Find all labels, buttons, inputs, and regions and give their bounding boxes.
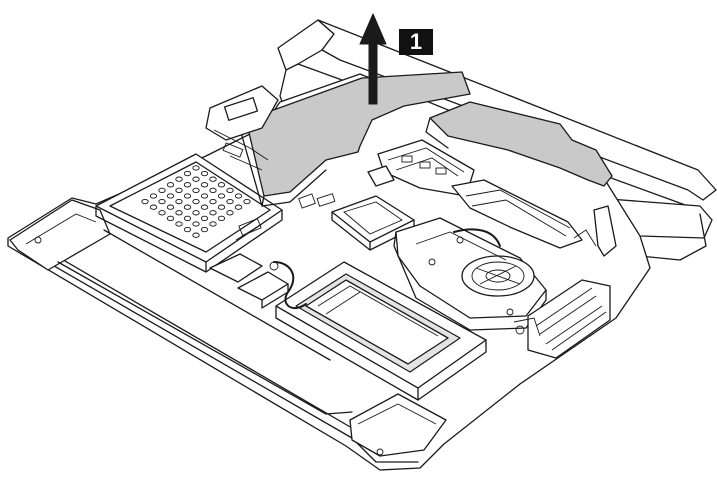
upper-board-area (205, 85, 279, 171)
hdd-vent-hole (166, 182, 175, 188)
hdd-vent-hole (200, 182, 209, 188)
cpu-chip (316, 193, 415, 251)
hdd-vent-hole (200, 226, 209, 233)
hdd-vent-hole (158, 198, 166, 205)
hdd-vent-holes (141, 165, 251, 238)
hdd-vent-hole (209, 176, 217, 182)
hdd-vent-hole (209, 221, 217, 227)
hard-disk-drive (95, 153, 283, 273)
hdd-vent-hole (192, 221, 200, 227)
small-modules (209, 193, 316, 310)
hdd-vent-hole (200, 215, 209, 222)
hdd-vent-hole (200, 193, 209, 199)
hdd-vent-hole (226, 187, 234, 194)
hdd-vent-hole (209, 187, 217, 194)
hdd-vent-hole (192, 232, 200, 238)
hdd-vent-hole (192, 198, 200, 205)
hdd-vent-hole (166, 215, 175, 222)
memory-slot (275, 261, 487, 401)
hdd-vent-hole (149, 204, 158, 210)
arrow-up-icon (359, 13, 387, 105)
hdd-vent-hole (217, 182, 226, 188)
battery-connector (513, 279, 611, 359)
hdd-vent-hole (183, 215, 192, 222)
hdd-vent-hole (175, 210, 183, 216)
hdd-vent-hole (158, 187, 166, 194)
hdd-vent-hole (166, 204, 175, 210)
hdd-vent-hole (183, 170, 192, 177)
hdd-vent-hole (149, 193, 158, 199)
step-number-badge: 1 (399, 29, 433, 55)
hdd-vent-hole (217, 193, 226, 199)
hdd-vent-hole (192, 176, 200, 182)
hdd-vent-hole (175, 221, 183, 227)
hdd-vent-hole (226, 210, 234, 216)
hdd-vent-hole (183, 182, 192, 188)
hdd-vent-hole (234, 193, 243, 199)
hdd-vent-hole (192, 210, 200, 216)
hdd-vent-hole (183, 226, 192, 233)
hdd-vent-hole (175, 176, 183, 182)
hdd-vent-hole (209, 210, 217, 216)
hdd-vent-hole (183, 204, 192, 210)
hdd-vent-hole (200, 170, 209, 177)
hdd-vent-hole (217, 215, 226, 222)
hdd-vent-hole (234, 204, 243, 210)
hdd-vent-hole (192, 165, 200, 171)
hdd-vent-hole (226, 198, 234, 205)
heat-shield (241, 71, 471, 207)
hdd-vent-hole (217, 204, 226, 210)
hdd-vent-hole (158, 210, 166, 216)
hdd-vent-hole (243, 198, 251, 205)
fan-assembly (393, 217, 547, 331)
hdd-vent-hole (175, 187, 183, 194)
hdd-vent-hole (175, 198, 183, 205)
cover-plate-right (425, 101, 613, 187)
connector-block (367, 139, 475, 197)
rear-frame (277, 19, 717, 263)
hdd-vent-hole (141, 198, 149, 205)
hdd-vent-hole (200, 204, 209, 210)
hdd-vent-hole (166, 193, 175, 199)
hdd-vent-hole (183, 193, 192, 199)
drive-rail (451, 179, 617, 257)
hdd-vent-hole (209, 198, 217, 205)
hdd-vent-hole (192, 187, 200, 194)
